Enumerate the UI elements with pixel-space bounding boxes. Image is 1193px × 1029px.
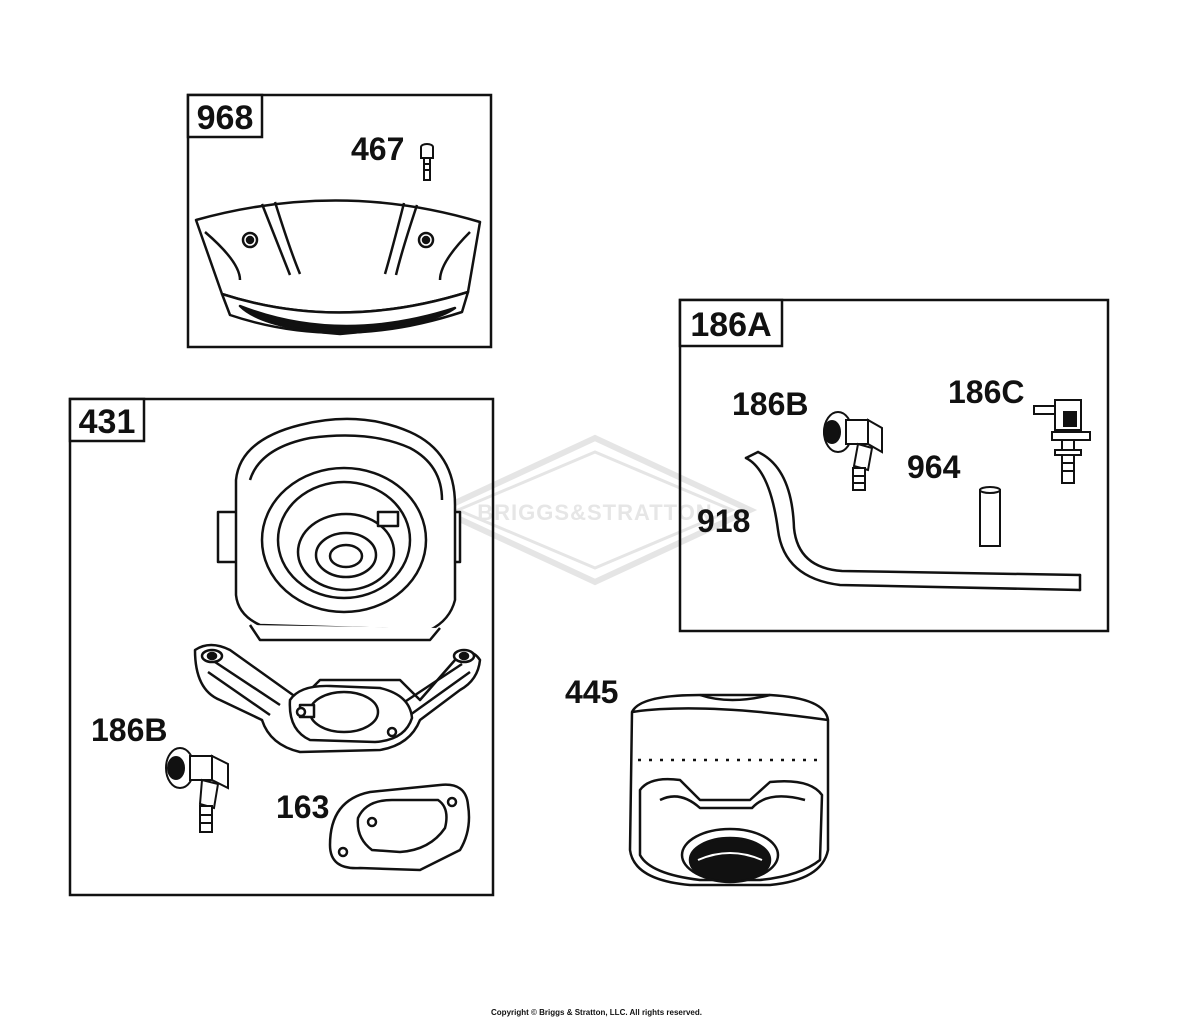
part-label-918: 918 (697, 503, 750, 539)
air-filter-element-445-icon (628, 693, 830, 887)
part-label-186B-lower: 186B (91, 712, 168, 748)
hose-918-icon (744, 450, 1082, 592)
watermark (432, 434, 758, 586)
part-label-163: 163 (276, 789, 329, 825)
gasket-163-icon (328, 783, 471, 872)
box-968: 968 467 (186, 93, 493, 349)
box-431: 431 (68, 397, 495, 897)
watermark-text: BRIGGS&STRATTON (477, 500, 712, 525)
box-186A: 186A 186B 186C 964 918 (678, 298, 1110, 633)
copyright-notice: Copyright © Briggs & Stratton, LLC. All … (491, 1008, 702, 1017)
box-label-186A: 186A (690, 306, 771, 344)
valve-186B-icon (823, 411, 883, 491)
screw-467-icon (420, 143, 434, 181)
sleeve-964-icon (979, 486, 1001, 547)
part-label-964: 964 (907, 449, 961, 485)
air-filter-cover-icon (194, 199, 482, 336)
valve-186B-lower-icon (165, 747, 229, 833)
part-label-445: 445 (565, 674, 618, 710)
box-label-431: 431 (79, 403, 136, 441)
valve-186C-icon (1033, 399, 1091, 484)
box-label-968: 968 (197, 99, 254, 137)
part-label-186B-top: 186B (732, 386, 809, 422)
part-label-467: 467 (351, 131, 404, 167)
air-cleaner-base-icon (193, 417, 482, 754)
part-label-186C: 186C (948, 374, 1025, 410)
